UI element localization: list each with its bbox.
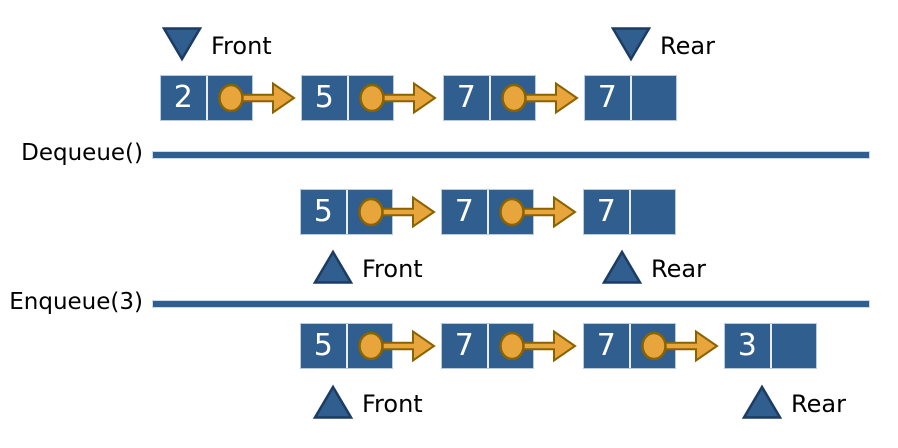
node-value-cell: 5 [301,324,346,368]
node-value: 7 [454,328,474,363]
queue-node: 3 [724,323,817,369]
node-value: 3 [737,328,757,363]
node-pointer-cell [769,324,817,368]
pointer-triangle-up-icon [313,249,353,284]
queue-node: 7 [584,75,677,121]
front-pointer-label: Front [362,255,423,283]
node-value: 2 [173,80,193,115]
node-value: 7 [456,80,476,115]
rear-pointer-label: Rear [651,255,706,283]
node-value: 5 [314,80,334,115]
pointer-triangle-up-icon [742,384,782,419]
rear-pointer-marker: Rear [611,26,715,62]
front-pointer-label: Front [362,390,423,418]
node-pointer-cell [345,324,393,368]
node-pointer-cell [346,76,394,120]
node-value-cell: 5 [302,76,347,120]
node-pointer-cell [486,190,534,234]
node-pointer-cell [628,324,676,368]
next-pointer-arrow-icon [217,81,296,115]
rear-pointer-label: Rear [791,390,846,418]
node-value-cell: 2 [161,76,206,120]
node-pointer-cell [488,76,536,120]
node-value-cell: 7 [585,76,630,120]
node-value-cell: 5 [301,190,346,234]
front-pointer-marker: Front [162,26,272,62]
separator-line [152,151,870,159]
node-pointer-cell [486,324,534,368]
front-pointer-marker: Front [313,249,423,285]
next-pointer-arrow-icon [498,329,577,363]
separator-line [152,300,870,308]
node-pointer-cell [628,190,676,234]
node-value-cell: 7 [442,190,487,234]
pointer-triangle-down-icon [611,27,651,62]
rear-pointer-marker: Rear [602,249,706,285]
next-pointer-arrow-icon [357,195,436,229]
node-pointer-cell [345,190,393,234]
node-value-cell: 3 [725,324,770,368]
next-pointer-arrow-icon [357,329,436,363]
queue-node: 7 [441,323,534,369]
node-value: 5 [313,194,333,229]
node-value: 7 [596,194,616,229]
node-value-cell: 7 [442,324,487,368]
node-value: 7 [597,80,617,115]
next-pointer-arrow-icon [500,81,579,115]
next-pointer-arrow-icon [498,195,577,229]
queue-node: 7 [443,75,536,121]
pointer-triangle-down-icon [162,27,202,62]
queue-node: 7 [583,189,676,235]
pointer-triangle-up-icon [313,384,353,419]
front-pointer-label: Front [211,32,272,60]
node-pointer-cell [205,76,253,120]
node-value: 7 [596,328,616,363]
queue-node: 5 [300,323,393,369]
node-pointer-cell [629,76,677,120]
node-value: 5 [313,328,333,363]
operation-label: Dequeue() [21,140,143,166]
node-value-cell: 7 [444,76,489,120]
rear-pointer-marker: Rear [742,384,846,420]
node-value-cell: 7 [584,324,629,368]
node-value: 7 [454,194,474,229]
next-pointer-arrow-icon [358,81,437,115]
operation-label: Enqueue(3) [9,289,143,315]
node-value-cell: 7 [584,190,629,234]
next-pointer-arrow-icon [640,329,719,363]
rear-pointer-label: Rear [660,32,715,60]
front-pointer-marker: Front [313,384,423,420]
pointer-triangle-up-icon [602,249,642,284]
